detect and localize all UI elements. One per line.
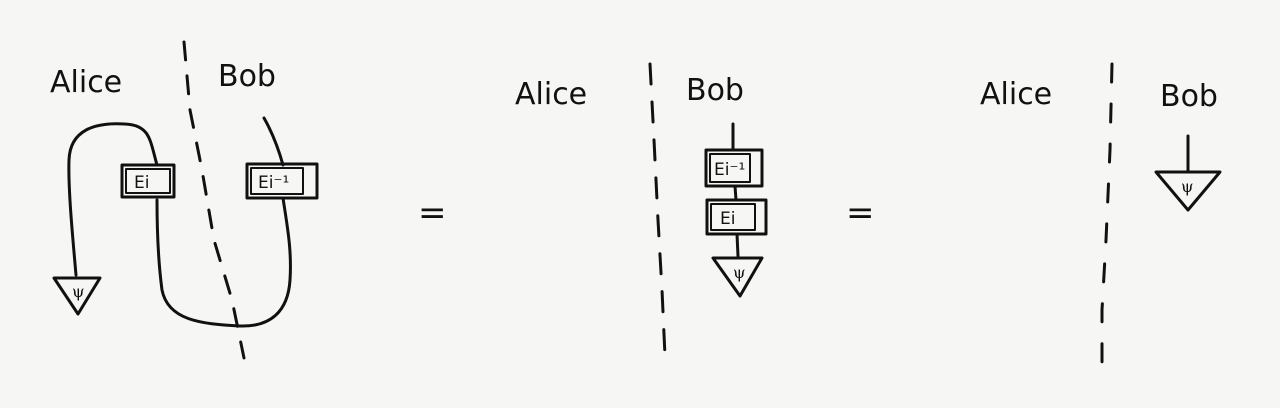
panel-2: Alice Bob Ei⁻¹ Ei ψ <box>515 62 768 358</box>
panel-1-wire <box>67 116 292 328</box>
panel-2-top-box-inner <box>709 153 751 183</box>
panel-2-bob-label: Bob <box>686 73 744 108</box>
panel-3-state-label: ψ <box>1181 177 1194 196</box>
panel-1-bob-box-inner <box>250 167 304 195</box>
panel-1-alice-box-label: Ei <box>134 173 149 193</box>
panel-2-bottom-box-label: Ei <box>720 209 735 229</box>
panel-1-state-label: ψ <box>72 282 85 301</box>
panel-2-wire <box>731 122 740 258</box>
panel-1-divider <box>182 40 246 360</box>
panel-1-bob-box <box>245 162 319 200</box>
panel-1-bob-label: Bob <box>218 59 276 94</box>
panel-1-state-triangle <box>52 276 102 316</box>
panel-2-state-triangle <box>711 256 764 298</box>
panel-2-alice-label: Alice <box>515 77 587 112</box>
panel-3: Alice Bob ψ <box>980 62 1222 372</box>
panel-1-bob-box-label: Ei⁻¹ <box>258 173 289 193</box>
panel-2-divider <box>648 62 667 358</box>
panel-1-alice-label: Alice <box>50 65 122 100</box>
panel-2-bottom-box <box>705 198 768 236</box>
panel-1: Alice Bob Ei Ei⁻¹ ψ <box>50 40 319 360</box>
panel-1-alice-box <box>120 163 176 199</box>
panel-2-state-label: ψ <box>733 263 746 282</box>
panel-2-top-box <box>704 148 764 188</box>
panel-1-alice-box-inner <box>125 168 171 194</box>
panel-2-bottom-box-inner <box>710 203 756 231</box>
panel-3-divider <box>1100 62 1114 372</box>
panel-3-state-triangle <box>1154 170 1222 212</box>
panel-2-top-box-label: Ei⁻¹ <box>714 160 745 180</box>
equals-sign-2: = <box>846 193 875 233</box>
panel-3-alice-label: Alice <box>980 77 1052 112</box>
panel-3-bob-label: Bob <box>1160 79 1218 114</box>
equals-sign-1: = <box>418 193 447 233</box>
